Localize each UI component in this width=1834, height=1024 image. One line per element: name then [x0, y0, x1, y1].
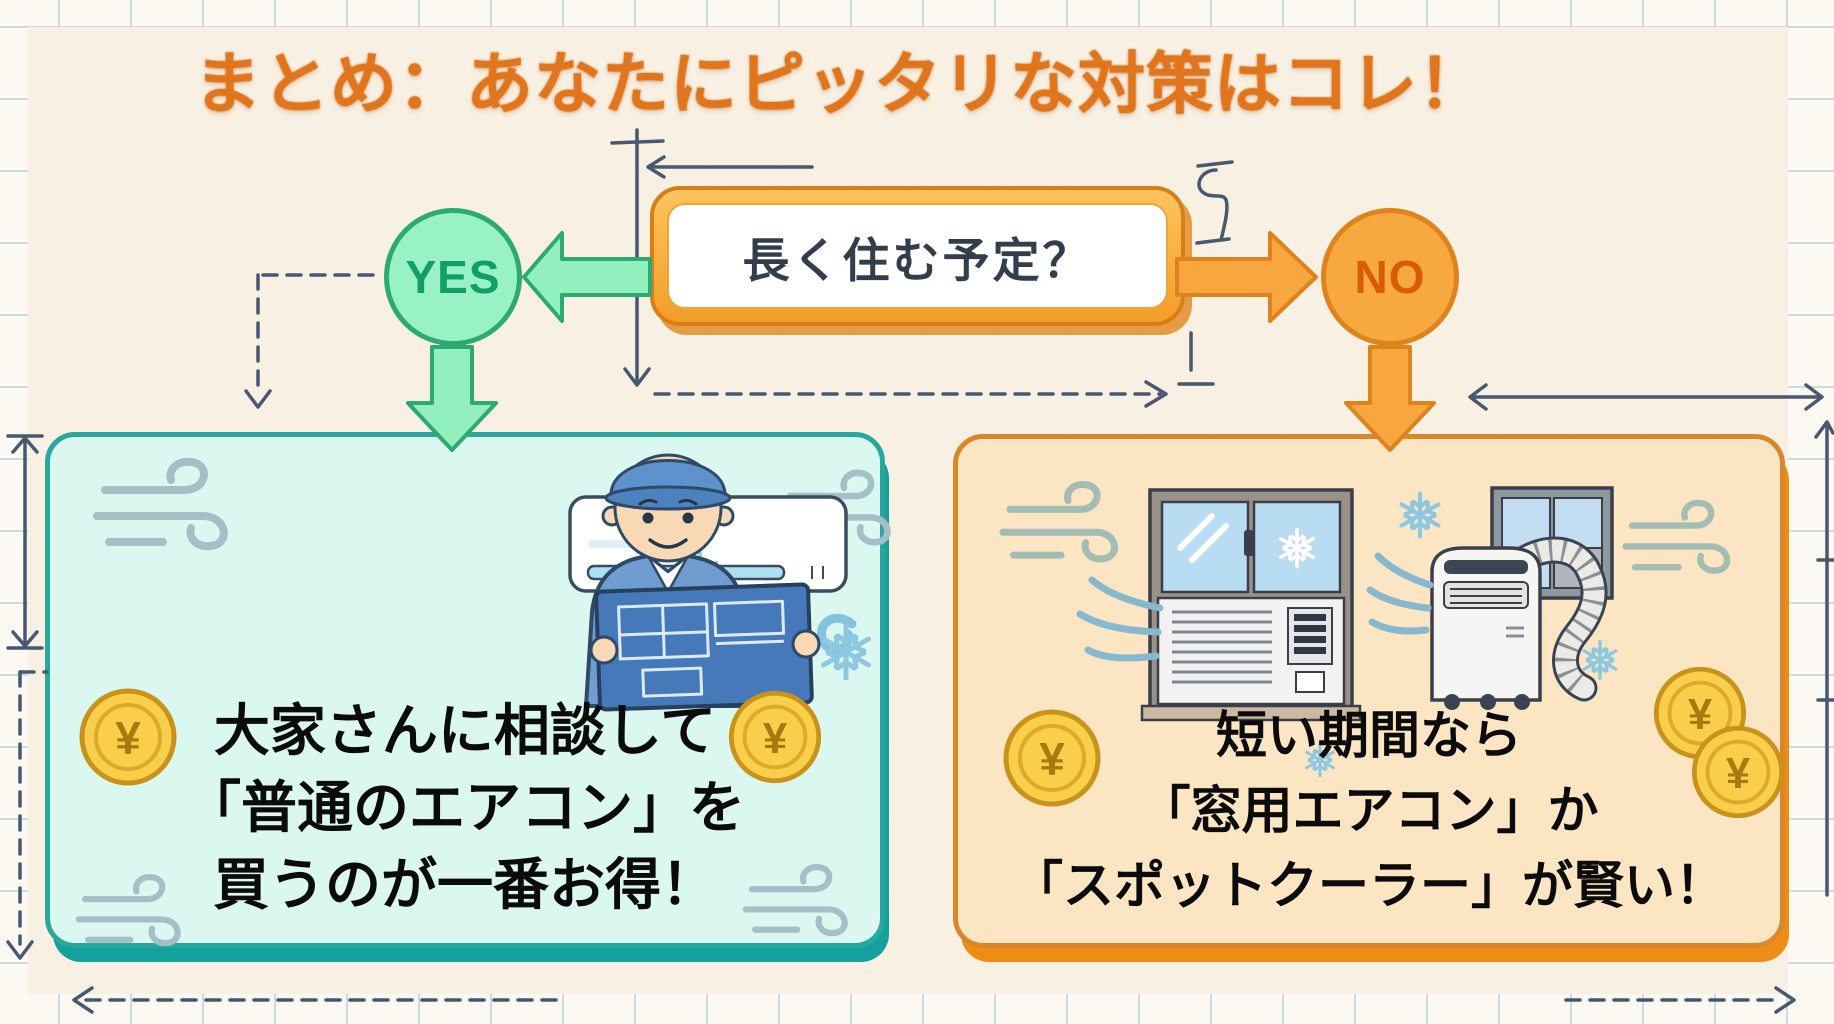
yes-badge-label: YES: [405, 251, 501, 303]
page-title: まとめ：あなたにピッタリな対策はコレ！: [194, 47, 1486, 122]
decision-question: 長く住む予定？: [742, 233, 1093, 287]
snowflake-icon: [1398, 494, 1441, 537]
no-result-line: 「スポットクーラー」が賢い！: [1011, 857, 1726, 914]
no-branch-arrow-right: [1175, 231, 1318, 323]
wind-swirl-icon: [97, 462, 224, 547]
dimension-line-vertical-left-of-box: [610, 128, 814, 387]
dashed-arrow-bottom-right: [1564, 986, 1796, 1014]
window-ac-illustration: [1140, 488, 1362, 722]
dashed-arrow-left-edge: [6, 670, 49, 960]
wind-swirl-icon: [1626, 503, 1727, 571]
wind-swirl-icon: [1003, 484, 1115, 558]
no-result-line: 「窓用エアコン」か: [1139, 782, 1599, 839]
snowflake-icon: [1579, 640, 1621, 680]
yes-branch-arrow-down: [406, 345, 498, 452]
dashed-arrow-under-box: [653, 380, 1168, 408]
dimension-double-arrow-left-edge: [6, 434, 44, 650]
dashed-arrow-bottom-left: [72, 986, 562, 1014]
dimension-annotations: [6, 128, 1834, 1014]
handwritten-squiggle-mark: [1177, 160, 1234, 386]
decision-box: 長く住む予定？: [650, 186, 1185, 326]
no-badge: NO: [1321, 208, 1459, 346]
cold-air-curves: [1076, 576, 1164, 662]
cold-air-curves: [1366, 552, 1434, 635]
no-result-line: 短い期間なら: [1215, 707, 1522, 764]
dimension-double-arrow-top-right: [1468, 383, 1824, 411]
no-result-text: 短い期間なら 「窓用エアコン」か 「スポットクーラー」が賢い！: [968, 698, 1770, 923]
snowflake-icon: [819, 626, 872, 678]
yes-result-line: 「普通のエアコン」を: [185, 776, 745, 839]
worker-illustration: [584, 453, 821, 712]
no-badge-label: NO: [1354, 251, 1426, 303]
yes-result-line: 大家さんに相談して: [213, 699, 717, 762]
no-result-box: [953, 434, 1785, 948]
no-branch-arrow-down: [1344, 345, 1436, 452]
dashed-guide-left-of-yes: [244, 273, 375, 409]
yes-branch-arrow-left: [522, 231, 652, 323]
yes-badge: YES: [384, 208, 522, 346]
dimension-line-right-edge: [1814, 420, 1834, 897]
decision-box-inner: 長く住む予定？: [667, 203, 1168, 309]
yes-result-text: 大家さんに相談して 「普通のエアコン」を 買うのが一番お得！: [65, 692, 865, 923]
yes-result-line: 買うのが一番お得！: [213, 853, 717, 916]
spot-cooler-illustration: [1430, 486, 1614, 710]
